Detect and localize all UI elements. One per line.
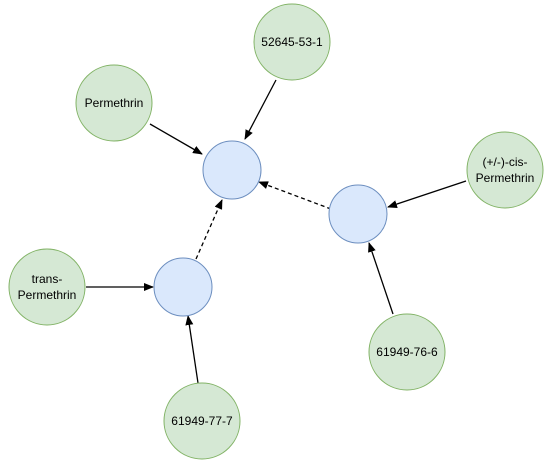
- edge-cis-to-hub-right: [387, 180, 467, 208]
- node-label-line: (+/-)-cis-: [483, 155, 528, 169]
- hub-node-right[interactable]: [328, 184, 388, 244]
- node-label-line: 61949-76-6: [376, 345, 438, 359]
- node-permethrin[interactable]: Permethrin: [75, 64, 153, 142]
- hub-node-left[interactable]: [153, 257, 213, 317]
- node-label-line: Permethrin: [18, 288, 77, 302]
- node-61949-76-6[interactable]: 61949-76-6: [368, 313, 446, 391]
- edge-52645-to-hub-main: [244, 79, 277, 140]
- edge-61949-76-to-hub-right: [368, 242, 394, 315]
- labeled-nodes: 52645-53-1 Permethrin (+/-)-cis- Permeth…: [8, 3, 544, 460]
- hub-nodes: [153, 140, 388, 317]
- node-trans-permethrin[interactable]: trans- Permethrin: [8, 248, 86, 326]
- node-61949-77-7[interactable]: 61949-77-7: [163, 382, 241, 460]
- node-circle: [75, 64, 153, 142]
- edge-hub-left-to-hub-main: [195, 199, 223, 260]
- node-label-line: 61949-77-7: [171, 414, 233, 428]
- node-circle: [8, 248, 86, 326]
- node-circle: [466, 131, 544, 209]
- node-label-line: Permethrin: [85, 96, 144, 110]
- node-circle: [253, 3, 331, 81]
- edge-permethrin-to-hub-main: [149, 123, 203, 155]
- edge-hub-right-to-hub-main: [258, 181, 332, 210]
- node-label-line: Permethrin: [476, 171, 535, 185]
- edges: [86, 79, 467, 384]
- hub-node-main[interactable]: [202, 140, 262, 200]
- node-label-line: trans-: [32, 272, 63, 286]
- node-label-line: 52645-53-1: [261, 35, 323, 49]
- node-52645-53-1[interactable]: 52645-53-1: [253, 3, 331, 81]
- node-cis-permethrin[interactable]: (+/-)-cis- Permethrin: [466, 131, 544, 209]
- node-circle: [368, 313, 446, 391]
- edge-61949-77-to-hub-left: [185, 315, 199, 384]
- node-circle: [163, 382, 241, 460]
